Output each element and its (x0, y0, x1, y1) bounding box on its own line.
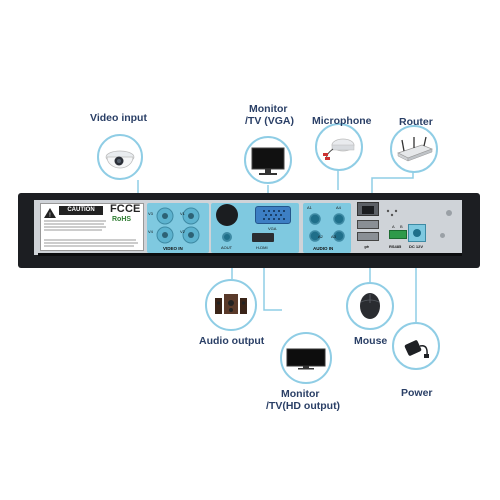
power-adapter-icon (404, 340, 429, 358)
monitor-hd-label-line2: /TV(HD output) (266, 400, 341, 412)
fcc-mark: FC (110, 203, 125, 215)
monitor-hd-circle (280, 332, 332, 384)
speaker-system-icon (215, 294, 247, 314)
router-label: Router (399, 116, 433, 128)
power-circle (392, 322, 440, 370)
panel-screw (446, 210, 452, 216)
microphone-circle (315, 123, 363, 171)
router-circle (390, 125, 438, 173)
line-router (371, 170, 414, 200)
microphone-label: Microphone (312, 115, 372, 127)
audio-port-a2-label: A2 (318, 234, 323, 239)
video-port-v2-label: V2 (180, 229, 185, 234)
usb-port-1[interactable] (357, 220, 379, 229)
lan-port[interactable] (357, 202, 379, 216)
mouse-label: Mouse (354, 335, 388, 347)
audio-out-caption: AOUT (221, 245, 233, 250)
rs485-b-label: B (400, 224, 403, 229)
audio-in-caption: AUDIO IN (313, 246, 334, 251)
audio-port-a4-label: A4 (336, 205, 341, 210)
rs485-terminal[interactable] (389, 230, 407, 239)
flat-tv-icon (286, 348, 326, 370)
vga-caption: VGA (268, 226, 277, 231)
panel-bottom-edge (38, 253, 462, 256)
mouse-icon (360, 293, 380, 319)
vga-port[interactable] (255, 206, 291, 224)
audio-in-jacks (305, 212, 349, 249)
audio-port-a3-label: A3 (331, 234, 336, 239)
power-label: Power (401, 387, 433, 399)
line-hdmi (263, 258, 282, 311)
video-port-v3-label: V3 (148, 211, 153, 216)
video-in-bnc-connectors (151, 206, 207, 249)
warning-triangle-icon: ! (43, 206, 57, 224)
video-in-caption: VIDEO IN (163, 246, 183, 251)
warning-text-lines-2 (44, 236, 140, 247)
router-icon (397, 136, 433, 162)
rohs-mark: RoHS (112, 216, 132, 223)
hdmi-port[interactable] (252, 233, 274, 242)
mouse-circle (346, 282, 394, 330)
ground-screw (440, 233, 445, 238)
monitor-vga-label-line2: /TV (VGA) (245, 115, 294, 127)
video-port-v4-label: V4 (148, 229, 153, 234)
rs485-caption: RS485 (389, 244, 402, 249)
monitor-vga-circle (244, 136, 292, 184)
fan-vent (216, 204, 238, 226)
ce-mark: CE (125, 203, 141, 215)
audio-out-jack[interactable] (222, 232, 232, 242)
audio-output-circle (205, 279, 257, 331)
audio-output-label: Audio output (199, 335, 265, 347)
video-port-v1-label: V1 (180, 211, 185, 216)
caution-badge: CAUTION (59, 206, 103, 215)
lan-activity-icon (384, 205, 402, 217)
audio-in-panel (303, 203, 351, 253)
rs485-a-label: A (392, 224, 395, 229)
dc12v-caption: DC 12V (409, 244, 424, 249)
usb-port-2[interactable] (357, 232, 379, 241)
video-input-circle (97, 134, 143, 180)
audio-port-a1-label: A1 (307, 205, 312, 210)
video-in-panel (147, 203, 209, 253)
microphone-icon (323, 138, 355, 160)
warning-text-lines (44, 219, 106, 233)
svg-text:!: ! (49, 213, 51, 219)
video-input-label: Video input (90, 112, 147, 124)
monitor-hd-label-line1: Monitor (281, 388, 320, 400)
usb-symbol: ⇌ (364, 245, 370, 251)
monitor-icon (251, 147, 285, 175)
dc-power-jack[interactable] (408, 224, 426, 242)
dome-camera-icon (105, 150, 135, 169)
hdmi-caption: H-DMI (256, 245, 268, 250)
monitor-vga-label-line1: Monitor (249, 103, 288, 115)
